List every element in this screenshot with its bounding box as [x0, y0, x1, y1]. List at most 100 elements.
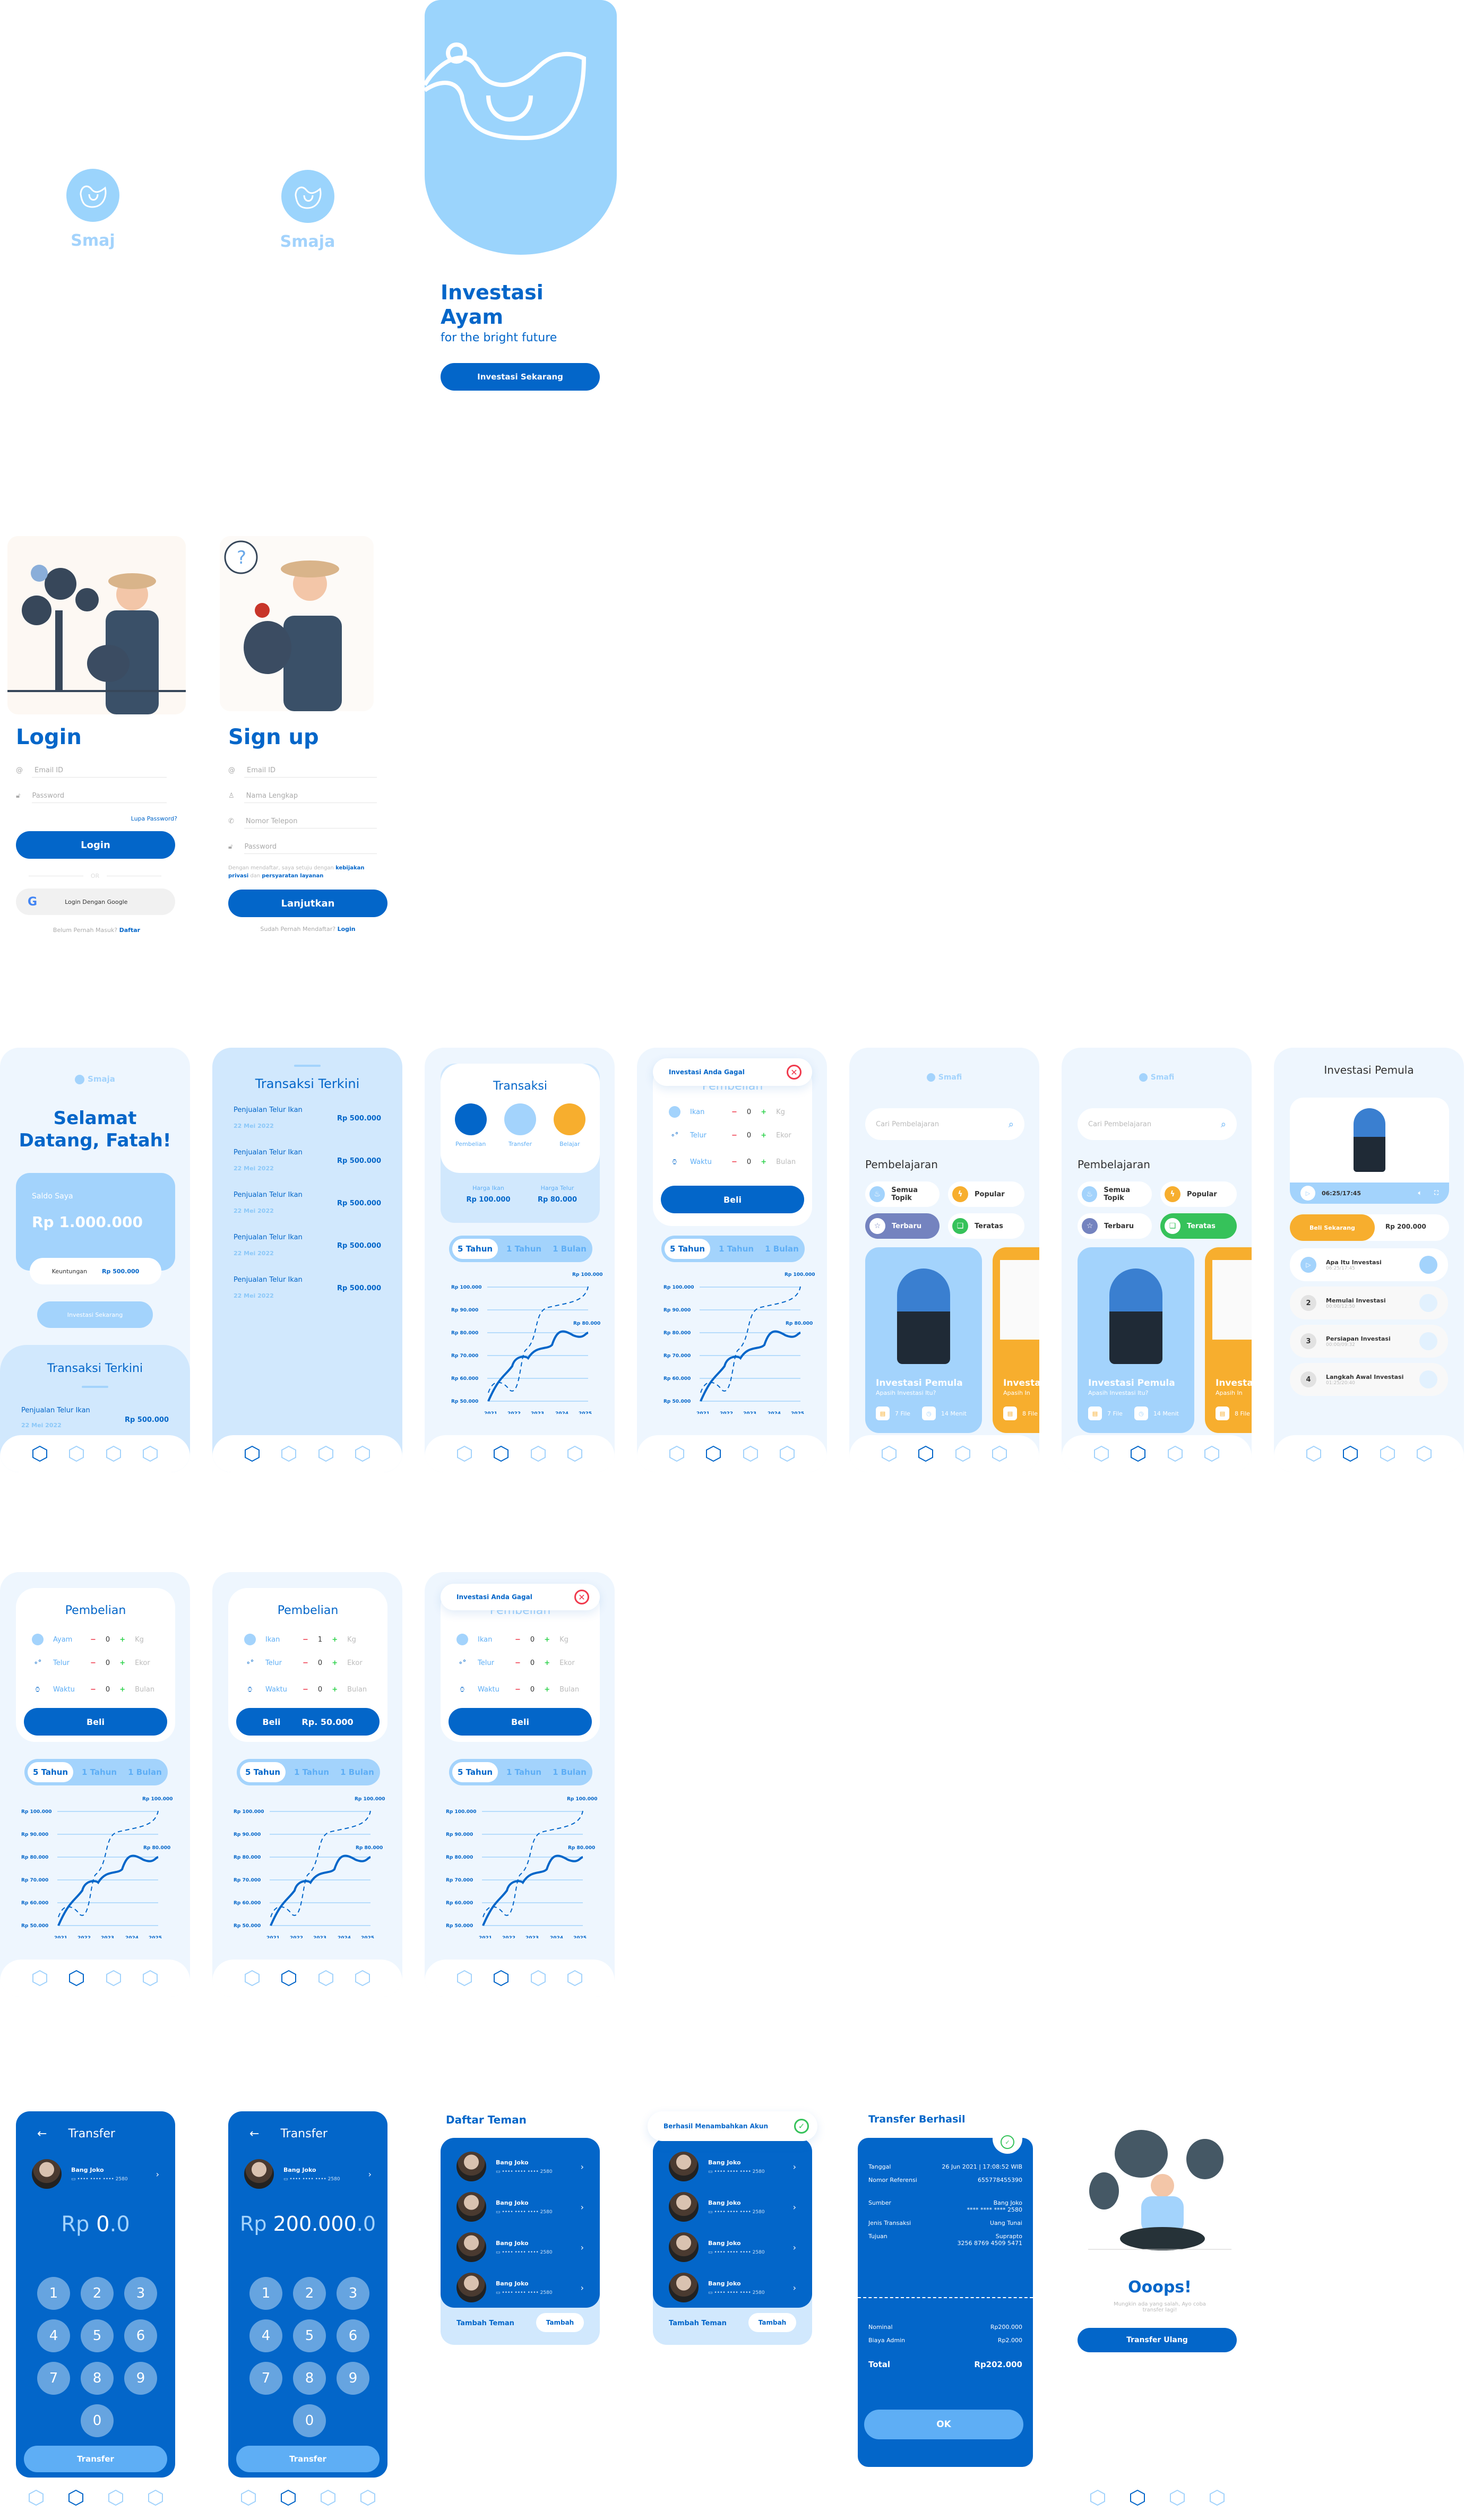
nav-home-icon[interactable] — [1306, 1445, 1322, 1462]
tab-1-month[interactable]: 1 Bulan — [128, 1767, 162, 1777]
nav-home-icon[interactable] — [456, 1970, 472, 1987]
invest-now-button[interactable]: Investasi Sekarang — [441, 363, 600, 391]
key-5[interactable]: 5 — [81, 2319, 114, 2352]
nav-transfer-icon[interactable] — [280, 2489, 296, 2506]
nav-profile-icon[interactable] — [148, 2489, 163, 2506]
decrement-button[interactable]: − — [90, 1635, 96, 1644]
decrement-button[interactable]: − — [731, 1108, 737, 1116]
friend-item[interactable]: Bang Joko▭ •••• •••• •••• 2580› — [456, 2225, 584, 2269]
nav-invest-icon[interactable] — [1169, 2489, 1185, 2506]
nav-transfer-icon[interactable] — [281, 1445, 297, 1462]
key-3[interactable]: 3 — [337, 2277, 369, 2310]
course-card[interactable]: Investasi Apasih In ▤8 File — [993, 1247, 1039, 1433]
nav-transfer-icon[interactable] — [1342, 1445, 1358, 1462]
nav-home-icon[interactable] — [240, 2489, 256, 2506]
nav-profile-icon[interactable] — [1204, 1445, 1220, 1462]
course-card[interactable]: Investasi Pemula Apasih Investasi Itu? ▤… — [1078, 1247, 1194, 1433]
key-1[interactable]: 1 — [249, 2277, 282, 2310]
nav-invest-icon[interactable] — [318, 1445, 334, 1462]
nav-transfer-icon[interactable] — [493, 1445, 509, 1462]
increment-button[interactable]: + — [761, 1108, 767, 1116]
search-input[interactable]: Cari Pembelajaran⌕ — [865, 1108, 1024, 1140]
tab-5-years[interactable]: 5 Tahun — [240, 1762, 286, 1782]
purchase-action[interactable]: Pembelian — [454, 1103, 487, 1147]
nav-transfer-icon[interactable] — [68, 2489, 84, 2506]
nav-invest-icon[interactable] — [108, 2489, 124, 2506]
nav-profile-icon[interactable] — [142, 1445, 158, 1462]
decrement-button[interactable]: − — [303, 1659, 308, 1667]
friend-item[interactable]: Bang Joko▭ •••• •••• •••• 2580› — [669, 2144, 796, 2189]
play-icon[interactable]: ▷ — [1300, 1186, 1315, 1201]
key-0[interactable]: 0 — [81, 2404, 114, 2437]
tab-5-years[interactable]: 5 Tahun — [665, 1239, 710, 1259]
friend-item[interactable]: Bang Joko▭ •••• •••• •••• 2580› — [669, 2265, 796, 2310]
key-5[interactable]: 5 — [293, 2319, 326, 2352]
key-9[interactable]: 9 — [337, 2362, 369, 2395]
nav-profile-icon[interactable] — [360, 2489, 376, 2506]
chip-all-topics[interactable]: ♨Semua Topik — [865, 1181, 940, 1207]
nav-invest-icon[interactable] — [530, 1970, 546, 1987]
increment-button[interactable]: + — [119, 1686, 126, 1694]
nav-profile-icon[interactable] — [1209, 2489, 1225, 2506]
back-arrow-icon[interactable]: ← — [37, 2127, 47, 2141]
key-8[interactable]: 8 — [81, 2362, 114, 2395]
chip-top[interactable]: ❏Teratas — [1160, 1213, 1237, 1239]
increment-button[interactable]: + — [332, 1635, 338, 1644]
decrement-button[interactable]: − — [515, 1635, 521, 1644]
transaction-item[interactable]: Penjualan Telur Ikan 22 Mei 2022 Rp 500.… — [21, 1406, 169, 1429]
recipient-row[interactable]: Bang Joko▭ •••• •••• •••• 2580› — [244, 2152, 372, 2196]
key-1[interactable]: 1 — [37, 2277, 70, 2310]
transfer-button[interactable]: Transfer — [236, 2446, 380, 2472]
key-8[interactable]: 8 — [293, 2362, 326, 2395]
nav-invest-icon[interactable] — [955, 1445, 971, 1462]
nav-profile-icon[interactable] — [142, 1970, 158, 1987]
nav-transfer-icon[interactable] — [918, 1445, 934, 1462]
transfer-action[interactable]: Transfer — [504, 1103, 536, 1147]
increment-button[interactable]: + — [332, 1659, 338, 1667]
decrement-button[interactable]: − — [731, 1132, 737, 1140]
friend-item[interactable]: Bang Joko▭ •••• •••• •••• 2580› — [456, 2144, 584, 2189]
nav-home-icon[interactable] — [1093, 1445, 1109, 1462]
nav-transfer-icon[interactable] — [68, 1970, 84, 1987]
tab-1-year[interactable]: 1 Tahun — [506, 1244, 542, 1254]
course-card[interactable]: Investasi Apasih In ▤8 File — [1205, 1247, 1252, 1433]
key-7[interactable]: 7 — [249, 2362, 282, 2395]
key-4[interactable]: 4 — [249, 2319, 282, 2352]
key-6[interactable]: 6 — [337, 2319, 369, 2352]
key-4[interactable]: 4 — [37, 2319, 70, 2352]
phone-field[interactable]: ✆Nomor Telepon — [228, 817, 377, 829]
tab-1-month[interactable]: 1 Bulan — [765, 1244, 799, 1254]
nav-invest-icon[interactable] — [1167, 1445, 1183, 1462]
search-icon[interactable]: ⌕ — [1220, 1118, 1226, 1130]
increment-button[interactable]: + — [332, 1686, 338, 1694]
increment-button[interactable]: + — [544, 1635, 550, 1644]
nav-home-icon[interactable] — [244, 1445, 260, 1462]
chip-newest[interactable]: ☆Terbaru — [865, 1213, 940, 1239]
transfer-button[interactable]: Transfer — [24, 2446, 167, 2472]
nav-transfer-icon[interactable] — [281, 1970, 297, 1987]
increment-button[interactable]: + — [761, 1158, 767, 1166]
nav-profile-icon[interactable] — [567, 1970, 583, 1987]
chip-top[interactable]: ❏Teratas — [948, 1213, 1024, 1239]
tab-1-year[interactable]: 1 Tahun — [81, 1767, 117, 1777]
nav-invest-icon[interactable] — [106, 1970, 122, 1987]
increment-button[interactable]: + — [119, 1635, 126, 1644]
nav-invest-icon[interactable] — [530, 1445, 546, 1462]
fullscreen-icon[interactable]: ⛶ — [1434, 1189, 1438, 1196]
login-link[interactable]: Login — [337, 926, 356, 933]
decrement-button[interactable]: − — [90, 1659, 96, 1667]
increment-button[interactable]: + — [544, 1686, 550, 1694]
key-9[interactable]: 9 — [124, 2362, 157, 2395]
nav-home-icon[interactable] — [244, 1970, 260, 1987]
add-friend-button[interactable]: Tambah — [748, 2313, 796, 2332]
key-6[interactable]: 6 — [124, 2319, 157, 2352]
nav-home-icon[interactable] — [881, 1445, 897, 1462]
key-2[interactable]: 2 — [293, 2277, 326, 2310]
